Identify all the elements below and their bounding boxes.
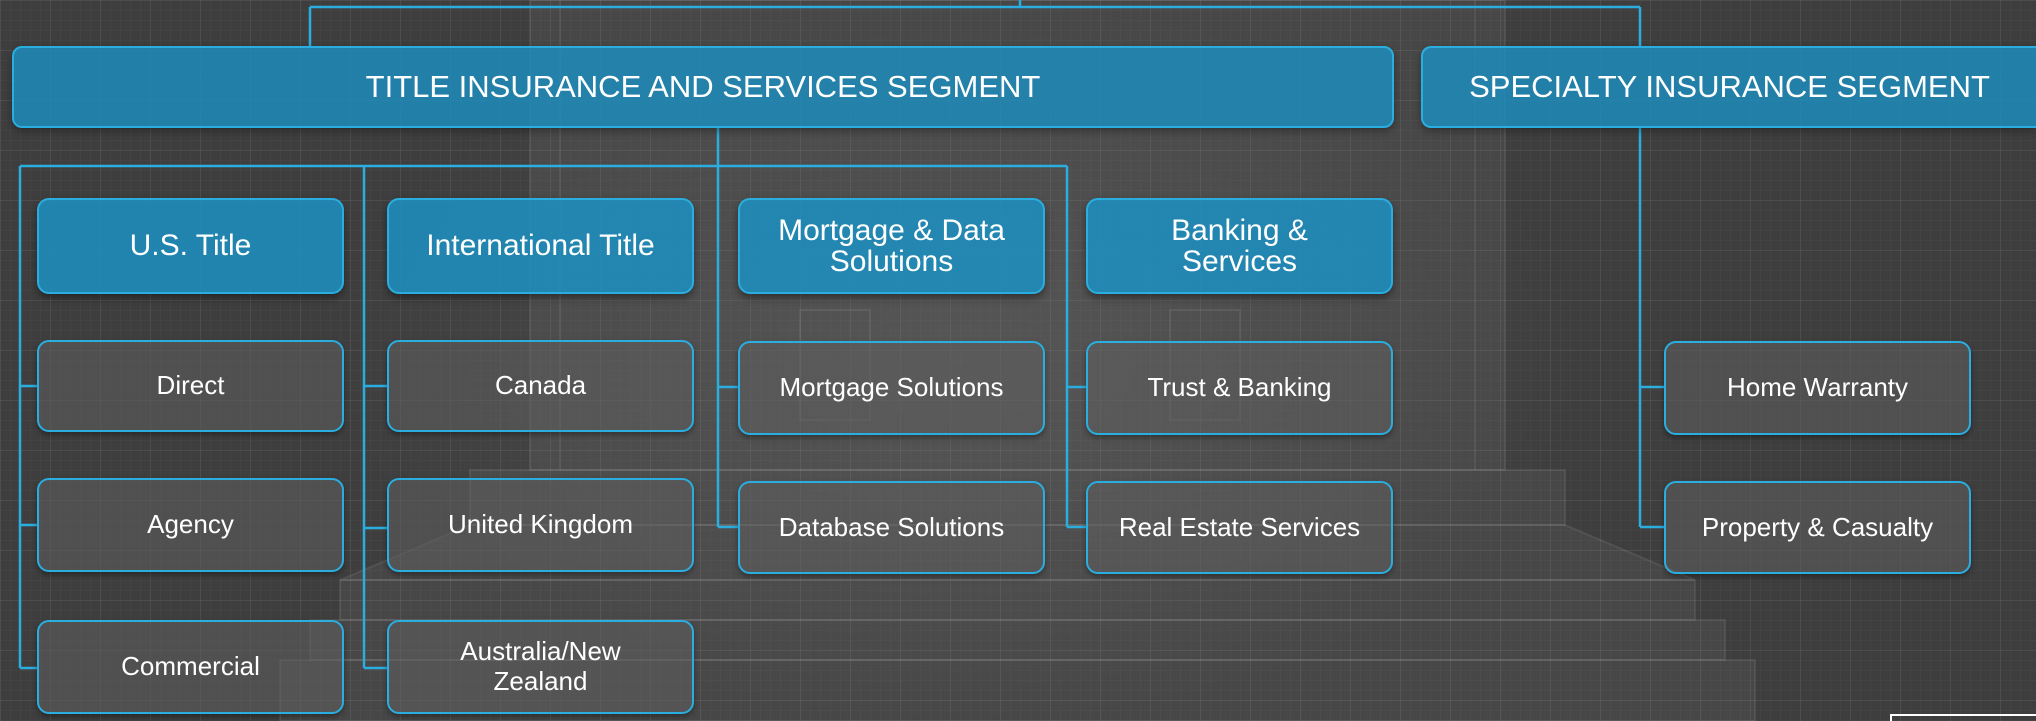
item-label: Property & Casualty xyxy=(1701,511,1934,542)
specialty-item-home-warranty: Home Warranty xyxy=(1664,341,1971,435)
item-label: Home Warranty xyxy=(1726,372,1909,403)
corner-frame-decoration xyxy=(1890,714,2036,721)
international-item-australia-new-zealand: Australia/New Zealand xyxy=(387,620,694,714)
banking-item-real-estate-services: Real Estate Services xyxy=(1086,481,1393,574)
item-label: Direct xyxy=(156,370,225,401)
item-label: United Kingdom xyxy=(448,509,633,540)
specialty-insurance-segment: SPECIALTY INSURANCE SEGMENT xyxy=(1421,46,2036,128)
mortgage-data-solutions-division: Mortgage & Data Solutions xyxy=(738,198,1045,294)
banking-services-label: Banking & Services xyxy=(1171,213,1308,278)
banking-item-trust-banking: Trust & Banking xyxy=(1086,341,1393,435)
item-label: Real Estate Services xyxy=(1118,511,1361,542)
mortgage-item-mortgage-solutions: Mortgage Solutions xyxy=(738,341,1045,435)
title-insurance-segment: TITLE INSURANCE AND SERVICES SEGMENT xyxy=(12,46,1394,128)
international-title-division: International Title xyxy=(387,198,694,294)
specialty-item-property-casualty: Property & Casualty xyxy=(1664,481,1971,574)
item-label: Trust & Banking xyxy=(1147,372,1332,403)
item-label: Mortgage Solutions xyxy=(779,372,1004,403)
item-label: Australia/New Zealand xyxy=(460,636,621,696)
us-title-item-agency: Agency xyxy=(37,478,344,572)
item-label: Database Solutions xyxy=(778,511,1005,542)
item-label: Agency xyxy=(147,509,234,540)
item-label: Canada xyxy=(494,370,587,401)
mortgage-data-solutions-label: Mortgage & Data Solutions xyxy=(778,213,1005,278)
international-title-label: International Title xyxy=(426,229,655,263)
title-insurance-segment-label: TITLE INSURANCE AND SERVICES SEGMENT xyxy=(365,68,1041,104)
us-title-division: U.S. Title xyxy=(37,198,344,294)
us-title-item-commercial: Commercial xyxy=(37,620,344,714)
us-title-label: U.S. Title xyxy=(129,229,252,263)
item-label: Commercial xyxy=(121,651,260,682)
banking-services-division: Banking & Services xyxy=(1086,198,1393,294)
mortgage-item-database-solutions: Database Solutions xyxy=(738,481,1045,574)
international-item-canada: Canada xyxy=(387,340,694,432)
us-title-item-direct: Direct xyxy=(37,340,344,432)
international-item-united-kingdom: United Kingdom xyxy=(387,478,694,572)
specialty-insurance-segment-label: SPECIALTY INSURANCE SEGMENT xyxy=(1469,68,1990,104)
